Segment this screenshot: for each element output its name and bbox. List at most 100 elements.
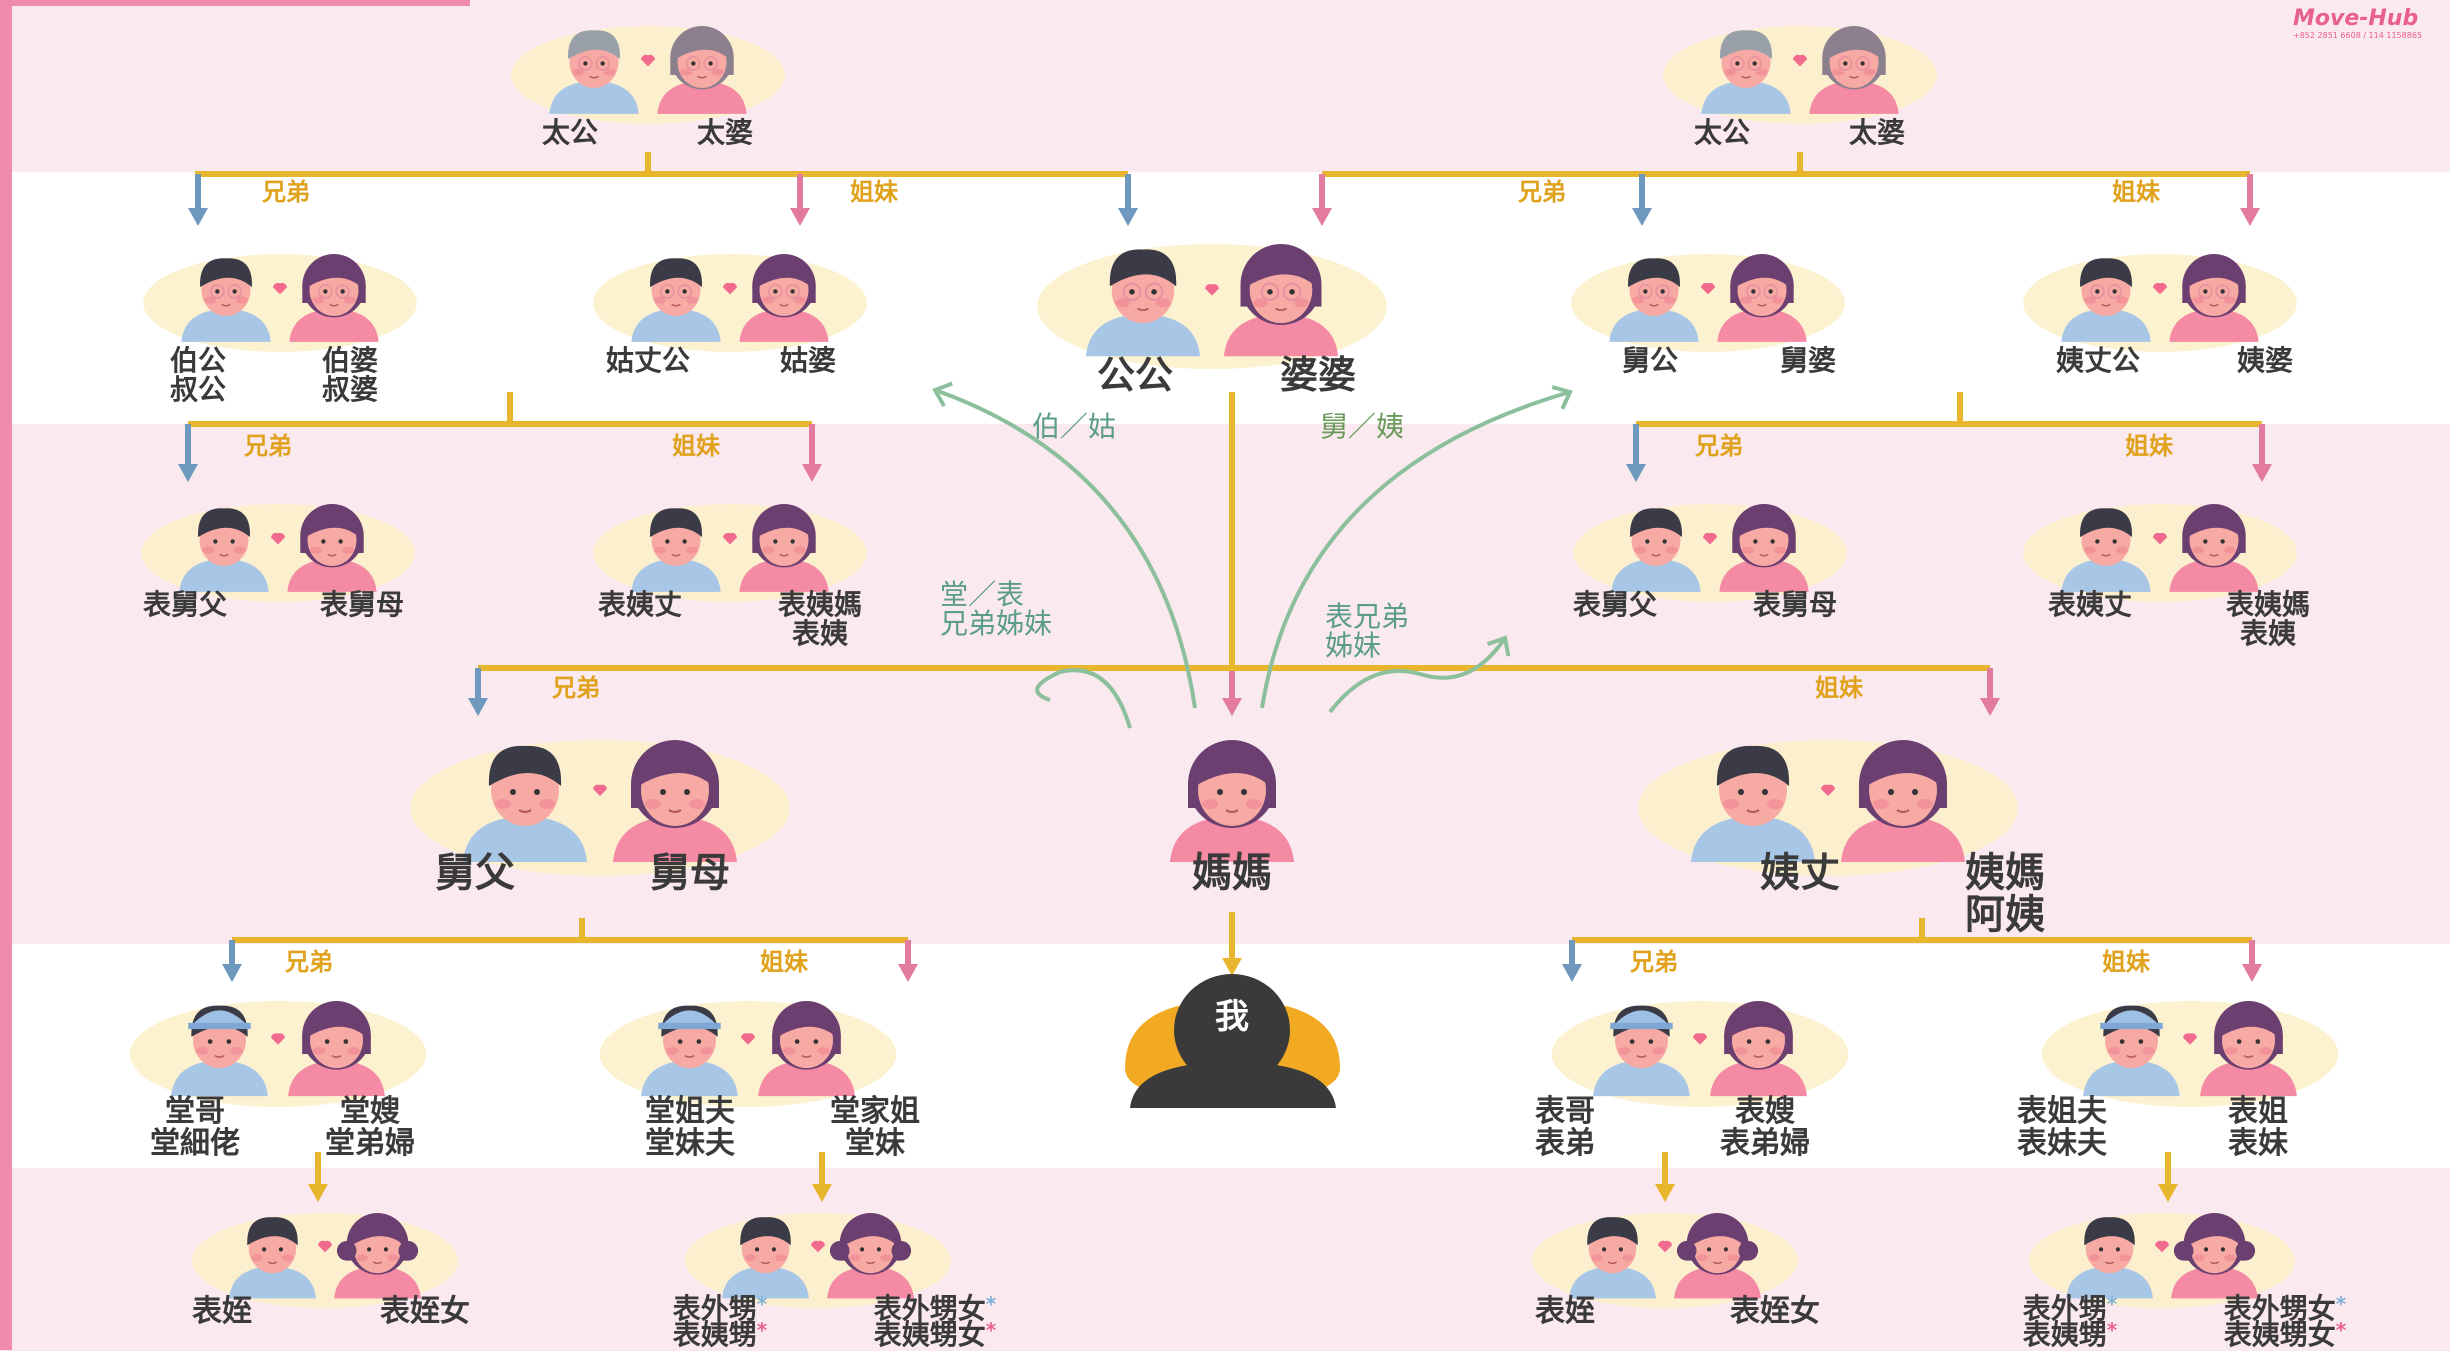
tag-brothers-r2-right: 兄弟 [1695,432,1743,460]
label-gg-right-f: 太婆 [1848,116,1905,149]
heart-icon [723,282,737,295]
heart-icon [1205,284,1219,296]
arrow-s3-head [1562,964,1582,982]
female-person-icon [2200,1000,2297,1097]
tag-sisters-r1-right: 姐妹 [2112,178,2160,206]
label-s1-m: 堂哥堂細佬 [150,1094,240,1161]
label-p2-f: 姑婆 [779,344,836,377]
heart-icon [723,532,737,545]
arrow-c2-head [802,464,822,482]
star-mark: * [2106,1318,2118,1342]
female-person-icon [2169,504,2259,592]
label-p1-m: 伯公叔公 [169,344,226,407]
label-mom: 媽媽 [1192,850,1272,896]
male-person-icon [1569,1217,1656,1299]
label-s4-f: 表姐表妹 [2228,1094,2288,1161]
arrow-gp-m-head [1118,208,1138,226]
curve-right-up [1260,390,1571,709]
label-k1-m: 表姪 [192,1294,252,1329]
logo-contact: +852 2851 6608 / 114 1158865 [2293,31,2422,40]
male-person-icon [179,508,269,592]
male-person-icon [631,258,721,342]
arrow-k2-head [812,1184,832,1202]
label-k1-f: 表姪女 [380,1294,470,1329]
arrow-uncle-head [468,698,488,716]
star-mark: * [2335,1318,2347,1342]
label-gg-left-f: 太婆 [696,116,753,149]
connector-lines [178,152,2272,1202]
label-c3-m: 表舅父 [1572,588,1657,621]
label-c2-f: 表姨媽表姨 [777,588,862,651]
label-s2-f: 堂家姐堂妹 [830,1094,920,1161]
curve-right-down [1328,636,1507,714]
male-person-icon [1691,745,1815,862]
arrow-p4-head [2240,208,2260,226]
label-k3-m: 表姪 [1535,1294,1595,1329]
female-person-icon [334,1213,421,1299]
label-c2-m: 表姨丈 [597,588,682,621]
heart-icon [2153,282,2167,295]
brand-logo: Move-Hub +852 2851 6608 / 114 1158865 [2293,6,2422,40]
curve-left-up [934,388,1197,709]
label-p2-m: 姑丈公 [605,344,690,377]
female-person-icon [287,504,377,592]
tag-sisters-r3-right: 姐妹 [1815,674,1863,702]
label-p3-m: 舅公 [1621,344,1678,377]
female-person-icon [827,1213,914,1299]
label-k2-m1: 表外甥* [672,1292,768,1325]
heart-icon [811,1240,825,1253]
arrow-s2-head [898,964,918,982]
tag-sisters-r2-left: 姐妹 [672,432,720,460]
male-person-icon [1701,30,1791,114]
curve-label-right-down: 表兄弟姊妹 [1325,600,1410,663]
curve-right-up-head [1551,385,1573,410]
label-me: 我 [1215,997,1249,1037]
heart-icon [1821,784,1835,796]
label-s4-m: 表姐夫表妹夫 [2017,1094,2107,1161]
curve-label-right-up: 舅／姨 [1320,410,1405,443]
label-s2-m: 堂姐夫堂妹夫 [645,1094,735,1161]
heart-icon [1701,282,1715,295]
male-person-icon [1593,1005,1690,1097]
arrow-c4-head [2252,464,2272,482]
label-c4-m: 表姨丈 [2047,588,2132,621]
label-s1-f: 堂嫂堂弟婦 [325,1094,415,1161]
arrow-gp-f-head [1312,208,1332,226]
heart-icon [271,532,285,545]
male-person-icon [171,1005,268,1097]
tag-brothers-r4-c: 兄弟 [1630,948,1678,976]
female-person-icon [1223,244,1339,357]
heart-icon [1693,1033,1707,1045]
me-icon [1125,974,1340,1108]
male-person-icon [1085,249,1201,357]
label-p4-f: 姨婆 [2236,344,2293,377]
curve-label-left-up: 伯／姑 [1032,410,1117,443]
tag-sisters-r4-b: 姐妹 [760,948,808,976]
female-person-icon [739,504,829,592]
tag-sisters-r2-right: 姐妹 [2125,432,2173,460]
female-person-icon [1717,254,1807,342]
arrow-me-head [1222,958,1242,976]
female-person-icon [2169,254,2259,342]
left-border [0,0,12,1350]
female-person-icon [1710,1000,1807,1097]
tag-brothers-r2-left: 兄弟 [244,432,292,460]
label-c1-m: 表舅父 [142,588,227,621]
label-p3-f: 舅婆 [1779,344,1836,377]
male-person-icon [2066,1217,2153,1299]
female-person-icon [2171,1213,2258,1299]
male-person-icon [722,1217,809,1299]
male-person-icon [641,1005,738,1097]
female-person-icon [288,1000,385,1097]
arrow-aunt-head [1980,698,2000,716]
star-mark: * [985,1318,997,1342]
label-k2-m2: 表姨甥* [672,1318,768,1351]
arrow-mom-head [1222,698,1242,716]
label-gp-m: 公公 [1096,353,1173,397]
arrow-s4-head [2242,964,2262,982]
arrow-k1-head [308,1184,328,1202]
female-person-icon [289,254,379,342]
arrow-p2-head [790,208,810,226]
label-p4-m: 姨丈公 [2055,344,2140,377]
